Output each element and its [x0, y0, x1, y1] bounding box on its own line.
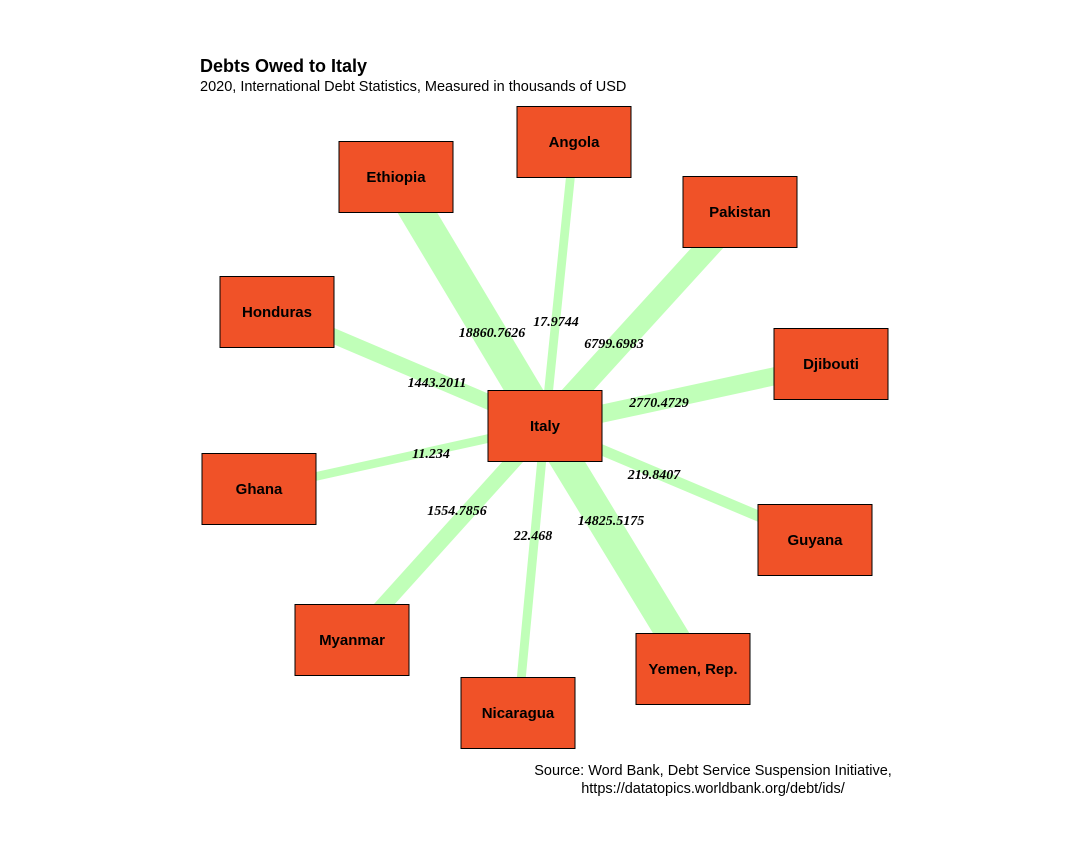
edge-italy-ethiopia — [379, 160, 562, 443]
edge-italy-nicaragua — [513, 421, 550, 718]
edge-value-label: 11.234 — [412, 447, 450, 462]
node-box-myanmar — [294, 604, 410, 676]
node-box-yemen-rep — [635, 633, 751, 705]
node-label-ethiopia: Ethiopia — [366, 169, 426, 186]
edge-value-label: 1443.2011 — [408, 376, 467, 391]
node-label-nicaragua: Nicaragua — [482, 705, 555, 722]
node-box-italy — [487, 390, 603, 462]
edge-value-label: 219.8407 — [627, 468, 682, 483]
node-guyana: Guyana — [757, 504, 873, 576]
node-box-pakistan — [682, 176, 798, 248]
node-ghana: Ghana — [201, 453, 317, 525]
edge-labels: 17.9744 18860.7626 6799.6983 1443.2011 2770.… — [408, 315, 689, 544]
edge-value-label: 18860.7626 — [459, 326, 526, 341]
edge-value-label: 1554.7856 — [427, 504, 487, 519]
node-label-djibouti: Djibouti — [803, 356, 859, 373]
node-label-angola: Angola — [549, 134, 600, 151]
node-label-yemen-rep: Yemen, Rep. — [648, 661, 737, 678]
node-box-guyana — [757, 504, 873, 576]
source-line-1: Source: Word Bank, Debt Service Suspensi… — [534, 763, 892, 779]
node-honduras: Honduras — [219, 276, 335, 348]
node-label-ghana: Ghana — [236, 481, 283, 498]
node-box-angola — [516, 106, 632, 178]
node-angola: Angola — [516, 106, 632, 178]
node-label-myanmar: Myanmar — [319, 632, 385, 649]
node-box-ghana — [201, 453, 317, 525]
edge-value-label: 2770.4729 — [628, 396, 689, 411]
edge-italy-yemen-rep — [529, 410, 709, 685]
edge-value-label: 22.468 — [513, 529, 553, 544]
node-box-ethiopia — [338, 141, 454, 213]
node-box-djibouti — [773, 328, 889, 400]
node-yemen-rep: Yemen, Rep. — [635, 633, 751, 705]
node-label-pakistan: Pakistan — [709, 204, 771, 221]
node-ethiopia: Ethiopia — [338, 141, 454, 213]
nodes: Italy AngolaEthiopiaPakistanHondurasDjibo… — [201, 106, 889, 749]
node-nicaragua: Nicaragua — [460, 677, 576, 749]
chart-title: Debts Owed to Italy — [200, 56, 368, 76]
edge-value-label: 6799.6983 — [584, 337, 644, 352]
node-label-honduras: Honduras — [242, 304, 312, 321]
node-box-honduras — [219, 276, 335, 348]
node-label-italy: Italy — [530, 418, 561, 435]
source-line-2: https://datatopics.worldbank.org/debt/id… — [581, 781, 845, 797]
node-pakistan: Pakistan — [682, 176, 798, 248]
edge-value-label: 14825.5175 — [578, 514, 645, 529]
source-note: Source: Word Bank, Debt Service Suspensi… — [500, 762, 926, 798]
chart-subtitle: 2020, International Debt Statistics, Mea… — [200, 79, 627, 95]
edge-value-label: 17.9744 — [533, 315, 579, 330]
node-djibouti: Djibouti — [773, 328, 889, 400]
node-label-guyana: Guyana — [787, 532, 843, 549]
node-myanmar: Myanmar — [294, 604, 410, 676]
node-italy: Italy — [487, 390, 603, 462]
edge-italy-angola — [540, 137, 579, 431]
node-box-nicaragua — [460, 677, 576, 749]
